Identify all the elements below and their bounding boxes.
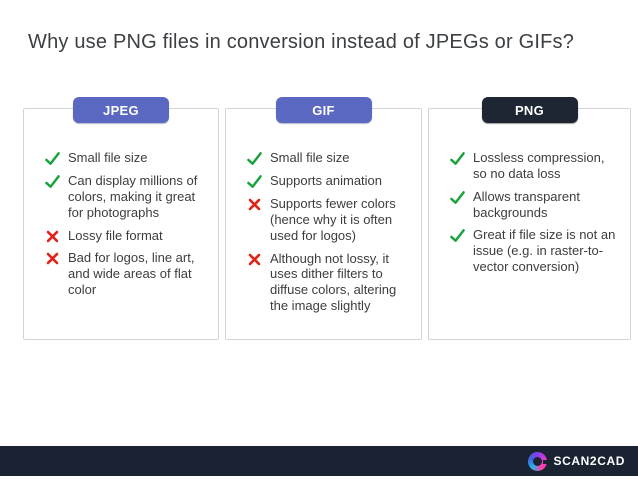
list-item: Lossy file format	[45, 228, 208, 244]
check-icon	[450, 190, 465, 205]
list-item: Small file size	[45, 150, 208, 166]
check-icon	[247, 151, 262, 166]
cross-icon	[45, 251, 60, 265]
list-item-text: Can display millions of colors, making i…	[68, 173, 198, 220]
brand-name: SCAN2CAD	[553, 454, 625, 468]
check-icon	[450, 151, 465, 166]
check-icon	[45, 174, 60, 189]
list-item: Great if file size is not an issue (e.g.…	[450, 227, 620, 275]
check-icon	[450, 228, 465, 243]
list-item: Allows transparent backgrounds	[450, 189, 620, 221]
list-item: Supports fewer colors (hence why it is o…	[247, 196, 411, 244]
list-item-text: Supports fewer colors (hence why it is o…	[270, 196, 396, 243]
list-item-text: Small file size	[270, 150, 350, 165]
png-badge: PNG	[481, 97, 578, 123]
slide-title: Why use PNG files in conversion instead …	[28, 31, 575, 53]
gif-badge: GIF	[275, 97, 372, 123]
cross-icon	[45, 229, 60, 243]
list-item-text: Bad for logos, line art, and wide areas …	[68, 250, 195, 298]
list-item: Supports animation	[247, 173, 411, 189]
cross-icon	[247, 252, 262, 266]
list-item-text: Lossy file format	[68, 227, 163, 243]
list-item: Bad for logos, line art, and wide areas …	[45, 250, 208, 298]
list-item: Although not lossy, it uses dither filte…	[247, 251, 411, 314]
list-item-text: Although not lossy, it uses dither filte…	[270, 250, 397, 314]
scan2cad-logo-icon	[527, 451, 548, 471]
footer-bar: SCAN2CAD	[0, 446, 638, 476]
list-item-text: Small file size	[68, 150, 148, 165]
check-icon	[247, 174, 262, 189]
list-item: Can display millions of colors, making i…	[45, 173, 208, 221]
check-icon	[45, 151, 60, 166]
list-item-text: Allows transparent backgrounds	[473, 188, 580, 220]
cross-icon	[247, 197, 262, 211]
png-card: PNG Lossless compression, so no data los…	[428, 97, 631, 340]
list-item: Small file size	[247, 150, 411, 166]
list-item-text: Great if file size is not an issue (e.g.…	[473, 227, 616, 275]
jpeg-badge: JPEG	[73, 97, 169, 123]
list-item-text: Lossless compression, so no data loss	[473, 150, 605, 181]
list-item-text: Supports animation	[270, 173, 383, 188]
list-item: Lossless compression, so no data loss	[450, 150, 620, 182]
